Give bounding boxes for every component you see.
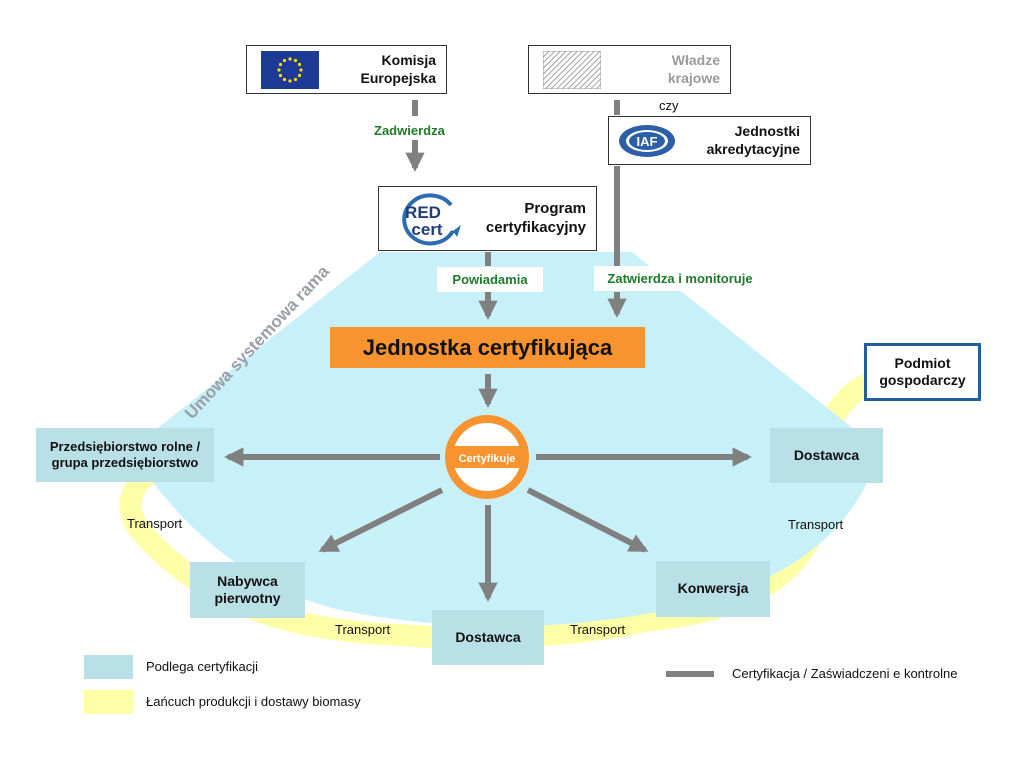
notifies-label: Powiadamia: [437, 267, 543, 292]
legend-certified-label: Podlega certyfikacji: [146, 659, 258, 674]
transport-label-left: Transport: [127, 516, 183, 531]
certification-program-box: RED cert Program certyfikacyjny: [378, 186, 597, 251]
approves-monitors-label: Zatwierdza i monitoruje: [594, 266, 766, 291]
legend-chain-label: Łańcuch produkcji i dostawy biomasy: [146, 694, 361, 709]
operator-line1: Podmiot: [894, 354, 951, 371]
certifies-band: [446, 446, 528, 468]
certification-body-box: Jednostka certyfikująca: [330, 327, 645, 368]
approves-label: Zadwierdza: [374, 123, 445, 138]
eu-star: [282, 77, 287, 81]
eu-star: [297, 73, 302, 77]
national-line1: Władze: [671, 52, 720, 68]
eu-star: [282, 58, 287, 62]
economic-operator-box: Podmiot gospodarczy: [864, 343, 981, 401]
buyer-line2: pierwotny: [214, 590, 281, 606]
transport-label-bottom-right: Transport: [570, 622, 626, 637]
supplier-bottom-node: Dostawca: [432, 610, 544, 665]
national-line2: krajowe: [667, 69, 720, 86]
or-label: czy: [659, 98, 679, 113]
accreditation-bodies-box: IAF Jednostki akredytacyjne: [608, 116, 811, 165]
accreditation-line2: akredytacyjne: [706, 140, 800, 157]
national-authorities-box: Władze krajowe: [528, 45, 731, 94]
transport-label-bottom-left: Transport: [335, 622, 391, 637]
farm-node: Przedsiębiorstwo rolne / grupa przedsięb…: [36, 428, 214, 482]
iaf-logo-text: IAF: [637, 134, 658, 149]
farm-line1: Przedsiębiorstwo rolne /: [49, 438, 201, 454]
eu-star: [293, 77, 298, 81]
eu-star: [277, 67, 281, 72]
supplier-right-node: Dostawca: [770, 428, 883, 483]
arrows-group: [224, 100, 752, 602]
redcert-logo-line2: cert: [411, 220, 443, 239]
legend-chain-swatch: [84, 690, 133, 714]
european-commission-box: Komisja Europejska: [246, 45, 447, 94]
buyer-node: Nabywca pierwotny: [190, 562, 305, 618]
program-line1: Program: [524, 199, 586, 217]
eu-star: [293, 58, 298, 62]
eu-star: [278, 62, 283, 66]
commission-line2: Europejska: [360, 69, 436, 86]
conversion-node: Konwersja: [656, 561, 770, 617]
program-line2: certyfikacyjny: [485, 218, 586, 236]
certifies-label: Certyfikuje: [459, 453, 516, 465]
eu-star: [288, 56, 292, 61]
redcert-logo-icon: RED cert: [402, 192, 461, 245]
iaf-logo-icon: IAF: [619, 124, 675, 157]
transport-label-right: Transport: [788, 517, 844, 532]
eu-star: [299, 67, 303, 72]
buyer-line1: Nabywca: [217, 572, 278, 589]
legend-audit-label: Certyfikacja / Zaświadczeni e kontrolne: [732, 666, 958, 681]
hatched-placeholder-icon: [543, 50, 601, 89]
redcert-logo-line1: RED: [405, 203, 441, 222]
eu-star: [278, 73, 283, 77]
farm-line2: grupa przedsiębiorstwo: [51, 455, 199, 470]
legend-certified-swatch: [84, 655, 133, 679]
eu-star: [297, 62, 302, 66]
operator-line2: gospodarczy: [879, 372, 966, 388]
eu-star: [288, 78, 292, 83]
accreditation-line1: Jednostki: [734, 123, 800, 139]
eu-flag-icon: [261, 50, 319, 89]
commission-line1: Komisja: [381, 52, 436, 68]
